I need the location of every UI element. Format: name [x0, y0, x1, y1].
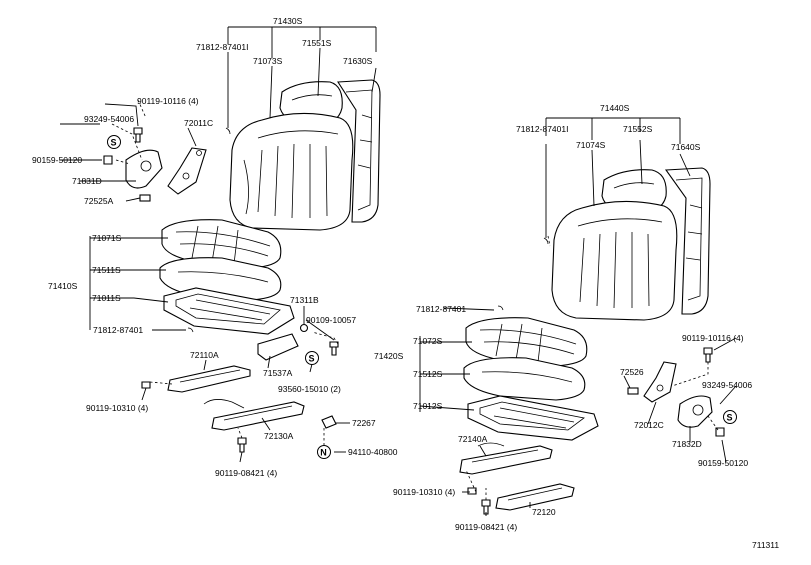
callout: 71072S: [413, 336, 443, 346]
bolt: [133, 127, 143, 143]
callout: 93560-15010 (2): [278, 384, 341, 394]
callout: 90119-10310 (4): [86, 403, 148, 413]
callout: 90159-50120: [698, 458, 748, 468]
left-seat-rail-inner: [211, 401, 305, 431]
hook: [497, 305, 504, 311]
callout: 71511S: [92, 265, 121, 275]
left-seat-rail-outer: [167, 365, 251, 393]
callout-labels: 71430S 71812-87401I 71073S 71551S 71630S…: [32, 16, 779, 550]
left-seatback-cushion: [229, 112, 354, 231]
s-mark-3: S: [723, 410, 737, 424]
callout: 71430S: [273, 16, 303, 26]
callout: 90159-50120: [32, 155, 82, 165]
callout: 71011S: [92, 293, 121, 303]
callout: 71311B: [290, 295, 319, 305]
bolt: [329, 341, 339, 356]
left-recliner-cover: [125, 149, 163, 189]
callout: 72130A: [264, 431, 294, 441]
n-mark: N: [317, 445, 331, 459]
bolt: [299, 323, 309, 333]
callout: 71630S: [343, 56, 373, 66]
right-seat-frame: [467, 395, 599, 441]
s-mark-label: S: [309, 354, 315, 364]
s-mark-label: S: [111, 138, 117, 148]
left-seat-frame: [163, 287, 295, 335]
callout: 71640S: [671, 142, 701, 152]
callout: 72526: [620, 367, 644, 377]
callout: 71812-87401: [93, 325, 143, 335]
callout: 94110-40800: [348, 447, 398, 457]
callout: 90109-10057: [306, 315, 356, 325]
callout: 71012S: [413, 401, 443, 411]
bolt: [141, 381, 151, 389]
callout: 71831D: [72, 176, 102, 186]
callout: 71512S: [413, 369, 443, 379]
callout: 71812-87401I: [196, 42, 248, 52]
s-mark-label: S: [727, 413, 733, 423]
left-lever-cover: [257, 333, 299, 361]
callout: 72267: [352, 418, 376, 428]
callout: 90119-10116 (4): [137, 96, 199, 106]
callout: 71440S: [600, 103, 630, 113]
callout: 72525A: [84, 196, 114, 206]
hook: [225, 127, 231, 135]
callout: 71812-87401I: [516, 124, 568, 134]
callout: 72011C: [184, 118, 213, 128]
callout: 71552S: [623, 124, 653, 134]
callout: 90119-08421 (4): [455, 522, 517, 532]
callout: 71832D: [672, 439, 702, 449]
s-mark-2: S: [305, 351, 319, 365]
callout: 71073S: [253, 56, 283, 66]
callout: 90119-10310 (4): [393, 487, 455, 497]
leader-lines: [60, 26, 737, 516]
callout: 72012C: [634, 420, 664, 430]
right-recliner-hinge: [643, 361, 677, 403]
callout: 90119-10116 (4): [682, 333, 744, 343]
callout: 71551S: [302, 38, 332, 48]
callout: 71537A: [263, 368, 293, 378]
callout: 71410S: [48, 281, 78, 291]
clip: [321, 415, 337, 429]
bolt: [703, 347, 713, 363]
callout: 93249-54006: [84, 114, 134, 124]
bolt: [481, 499, 491, 515]
s-mark-1: S: [107, 135, 121, 149]
n-mark-label: N: [320, 448, 327, 458]
callout: 71812-87401: [416, 304, 466, 314]
callout: 72120: [532, 507, 556, 517]
callout: 71420S: [374, 351, 404, 361]
callout: 90119-08421 (4): [215, 468, 277, 478]
right-seatback-frame: [664, 167, 711, 315]
callout: 71071S: [92, 233, 122, 243]
left-seatback-frame: [337, 79, 381, 223]
right-recliner-cover: [677, 395, 713, 428]
hook: [187, 327, 194, 333]
right-seat-pad: [463, 357, 586, 401]
callout: 72140A: [458, 434, 488, 444]
bolt: [467, 487, 477, 495]
right-seat-rail-outer: [495, 483, 575, 511]
bolt: [103, 155, 113, 165]
right-seatback-cushion: [551, 200, 678, 321]
callout: 93249-54006: [702, 380, 752, 390]
callout: 72110A: [190, 350, 219, 360]
right-seat-rail-inner: [459, 445, 553, 475]
diagram-number: 711311: [752, 540, 779, 550]
bolt: [237, 437, 247, 453]
right-knob: [627, 387, 639, 395]
hook: [543, 237, 549, 245]
left-recliner-hinge: [167, 147, 207, 195]
left-knob: [139, 194, 151, 202]
callout: 71074S: [576, 140, 606, 150]
